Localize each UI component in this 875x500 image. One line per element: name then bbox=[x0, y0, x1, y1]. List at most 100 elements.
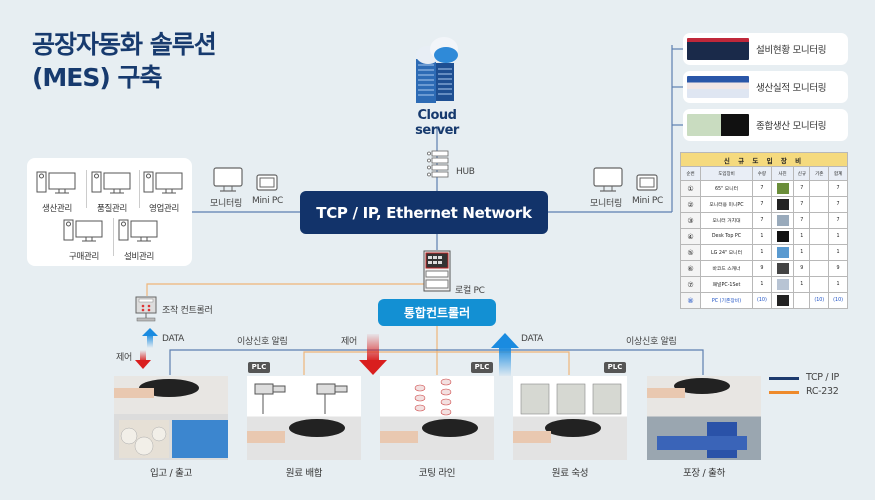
department-label: 품질관리 bbox=[96, 204, 128, 214]
data-control-arrows-left bbox=[135, 328, 158, 369]
left-monitoring-label: 모니터링 bbox=[210, 199, 242, 209]
cell-equipment-name: 패널PC-1Set bbox=[700, 276, 753, 293]
cell-quantity: 1 bbox=[752, 276, 772, 293]
rs232-plc-line bbox=[303, 351, 570, 375]
col-header: 사진 bbox=[770, 166, 795, 181]
desktop-pc-icon bbox=[118, 219, 158, 242]
cell-photo bbox=[770, 292, 795, 309]
department-pc-facility[interactable]: 설비관리 bbox=[114, 218, 164, 262]
cloud-server-icon bbox=[416, 37, 458, 103]
title-line-1: 공장자동화 솔루션 bbox=[32, 30, 217, 59]
col-header: 도입장비 bbox=[700, 166, 753, 181]
equipment-photo bbox=[776, 215, 789, 226]
table-caption: 신 규 도 입 장 비 bbox=[680, 152, 848, 167]
monitor-card-label: 종합생산 모니터링 bbox=[756, 121, 827, 132]
cell-photo bbox=[770, 212, 795, 229]
rs232-operation-line bbox=[146, 283, 425, 296]
cell-equipment-name: 모니터용 미니PC bbox=[700, 196, 753, 213]
control-label-left: 제어 bbox=[116, 353, 132, 363]
equipment-photo bbox=[776, 199, 789, 210]
cell-existing-count bbox=[809, 228, 830, 245]
control-down-arrow bbox=[135, 350, 151, 369]
operation-controller-label: 조작 컨트롤러 bbox=[162, 306, 213, 316]
cell-photo bbox=[770, 260, 795, 277]
title-line-2: (MES) 구축 bbox=[32, 63, 163, 92]
cell-total-count: 7 bbox=[828, 212, 848, 229]
col-header: 합계 bbox=[828, 166, 848, 181]
monitor-card-equipment[interactable]: 설비현황 모니터링 bbox=[683, 33, 848, 65]
page-title: 공장자동화 솔루션 (MES) 구축 bbox=[32, 28, 217, 94]
tcp-stage-line bbox=[169, 349, 704, 375]
cell-photo bbox=[770, 228, 795, 245]
cell-quantity: 7 bbox=[752, 196, 772, 213]
cell-equipment-name: PC (기존장비) bbox=[700, 292, 753, 309]
cell-quantity: 7 bbox=[752, 212, 772, 229]
monitor-icon bbox=[593, 167, 623, 192]
stage-image-receiving bbox=[114, 376, 228, 460]
cell-existing-count bbox=[809, 244, 830, 261]
col-header: 수량 bbox=[752, 166, 772, 181]
data-up-arrow bbox=[142, 328, 158, 348]
alarm-label-right: 이상신호 알림 bbox=[626, 337, 677, 347]
cell-existing-count bbox=[809, 260, 830, 277]
integrated-controller-box: 통합컨트롤러 bbox=[378, 299, 496, 326]
department-pc-purchasing[interactable]: 구매관리 bbox=[59, 218, 109, 262]
local-pc-label: 로컬 PC bbox=[455, 286, 485, 296]
cell-row-number: ② bbox=[680, 196, 701, 213]
desktop-pc-icon bbox=[36, 171, 76, 194]
data-up-arrow bbox=[491, 333, 519, 376]
cell-equipment-name: 모니터 거치대 bbox=[700, 212, 753, 229]
cell-total-count: 7 bbox=[828, 196, 848, 213]
department-label: 설비관리 bbox=[123, 252, 155, 262]
legend-tcp-label: TCP / IP bbox=[806, 372, 839, 383]
plc-badge-mixing: PLC bbox=[248, 362, 270, 373]
monitor-card-overall[interactable]: 종합생산 모니터링 bbox=[683, 109, 848, 141]
cell-row-number: ⑦ bbox=[680, 276, 701, 293]
cell-new-count: 7 bbox=[793, 180, 811, 197]
cell-row-number: ④ bbox=[680, 228, 701, 245]
department-pc-quality[interactable]: 품질관리 bbox=[87, 170, 137, 214]
cell-row-number: ⑧ bbox=[680, 292, 701, 309]
equipment-photo bbox=[776, 231, 789, 242]
cell-row-number: ⑥ bbox=[680, 260, 701, 277]
stage-label-shipping: 포장 / 출하 bbox=[682, 468, 726, 479]
hub-label: HUB bbox=[456, 167, 475, 177]
cell-new-count: 7 bbox=[793, 212, 811, 229]
cell-quantity: 1 bbox=[752, 244, 772, 261]
production-dashboard-thumbnail bbox=[687, 76, 749, 98]
cell-row-number: ① bbox=[680, 180, 701, 197]
cell-new-count: 1 bbox=[793, 244, 811, 261]
equipment-photo bbox=[776, 279, 789, 290]
cloud-server-label: Cloud server bbox=[415, 108, 459, 138]
cell-photo bbox=[770, 180, 795, 197]
plc-badge-coating: PLC bbox=[471, 362, 493, 373]
stage-image-coating bbox=[380, 376, 494, 460]
cell-equipment-name: 바코드 스캐너 bbox=[700, 260, 753, 277]
control-down-arrow bbox=[359, 334, 387, 375]
cell-total-count: 9 bbox=[828, 260, 848, 277]
cell-equipment-name: Desk Top PC bbox=[700, 228, 753, 245]
mixing-valve-scanner-icon bbox=[247, 383, 348, 443]
cell-total-count: 1 bbox=[828, 244, 848, 261]
cell-photo bbox=[770, 196, 795, 213]
department-label: 영업관리 bbox=[148, 204, 180, 214]
department-pc-sales[interactable]: 영업관리 bbox=[139, 170, 189, 214]
hub-icon bbox=[427, 150, 449, 178]
cell-existing-count bbox=[809, 276, 830, 293]
cell-photo bbox=[770, 244, 795, 261]
equipment-photo bbox=[776, 183, 789, 194]
stage-label-mixing: 원료 배합 bbox=[285, 468, 323, 479]
cell-equipment-name: 65" 모니터 bbox=[700, 180, 753, 197]
cell-quantity: (10) bbox=[752, 292, 772, 309]
rack-pc-icon bbox=[423, 250, 451, 292]
department-pc-production[interactable]: 생산관리 bbox=[32, 170, 82, 214]
monitor-card-production[interactable]: 생산실적 모니터링 bbox=[683, 71, 848, 103]
